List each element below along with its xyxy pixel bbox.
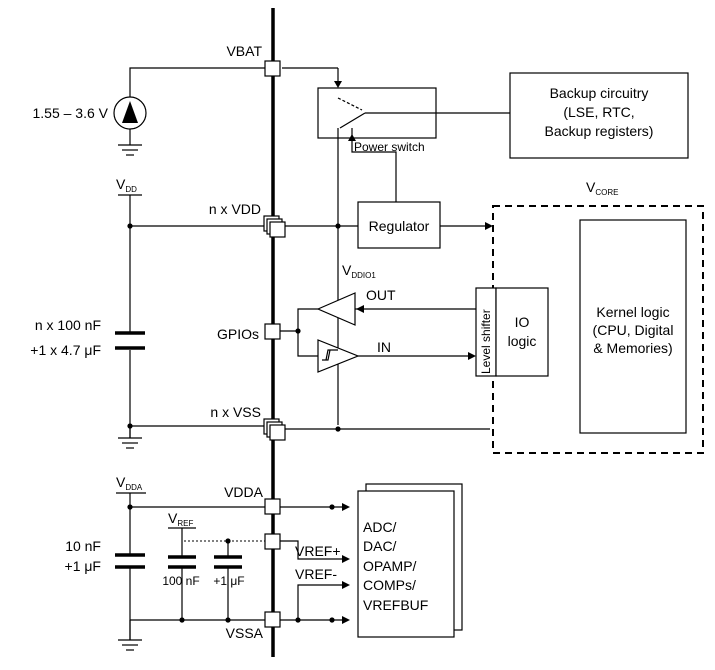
out-signal-label: OUT	[366, 287, 396, 303]
vdda-cap-label-1: 10 nF	[65, 538, 101, 554]
gpio-section: VDDIO1 GPIOs OUT IN Level shifter IO log…	[217, 262, 549, 377]
arrow-icon	[342, 503, 350, 511]
arrow-icon	[334, 81, 342, 88]
vdda-pin	[264, 498, 281, 515]
vdda-pin-label: VDDA	[224, 484, 264, 500]
power-switch-label: Power switch	[354, 140, 425, 154]
vdd-rail-label: VDD	[116, 176, 137, 194]
analog-line-1: ADC/	[363, 519, 397, 535]
io-logic-line-2: logic	[508, 333, 537, 349]
vref-rail-label: VREF	[168, 510, 193, 528]
vdd-capacitor-icon	[115, 331, 145, 350]
input-schmitt-buffer-icon	[317, 339, 360, 373]
vref-capacitor-icon	[168, 555, 242, 569]
vddio1-label: VDDIO1	[342, 262, 376, 280]
arrow-icon	[348, 134, 356, 141]
nvdd-pin-label: n x VDD	[209, 201, 261, 217]
io-logic-block	[495, 287, 549, 377]
vbat-section: 1.55 – 3.6 V VBAT	[32, 43, 342, 156]
vssa-pin	[264, 611, 281, 628]
in-signal-label: IN	[377, 339, 391, 355]
vcore-label: VCORE	[586, 179, 618, 197]
io-logic-line-1: IO	[515, 314, 530, 330]
battery-range-label: 1.55 – 3.6 V	[32, 105, 108, 121]
vdd-section: VDD n x 100 nF +1 x 4.7 μF n x VDD	[30, 176, 360, 438]
vdda-rail-label: VDDA	[116, 474, 143, 492]
analog-line-5: VREFBUF	[363, 597, 428, 613]
analog-line-3: OPAMP/	[363, 558, 417, 574]
arrow-icon	[485, 222, 493, 230]
vcore-domain: VCORE Kernel logic (CPU, Digital & Memor…	[492, 179, 704, 454]
vdda-capacitor-icon	[115, 553, 145, 569]
vssa-pin-label: VSSA	[226, 625, 264, 641]
arrow-icon	[342, 555, 350, 563]
nvss-pin-label: n x VSS	[210, 404, 261, 420]
ground-icon	[118, 144, 142, 156]
vdd-cap-label-1: n x 100 nF	[35, 317, 101, 333]
vref-cap-a-label: 100 nF	[162, 574, 199, 588]
vdda-cap-label-2: +1 μF	[65, 558, 101, 574]
nvdd-pin	[263, 215, 286, 238]
arrow-icon	[356, 305, 364, 313]
arrow-icon	[468, 352, 476, 360]
arrow-icon	[342, 581, 350, 589]
nvss-pin	[263, 418, 286, 441]
analog-line-4: COMPs/	[363, 577, 416, 593]
regulator-label: Regulator	[369, 218, 430, 234]
kernel-line-2: (CPU, Digital	[593, 322, 674, 338]
vbat-pin-label: VBAT	[226, 43, 262, 59]
level-shifter-label: Level shifter	[479, 309, 493, 374]
kernel-line-3: & Memories)	[593, 340, 672, 356]
analog-supply-section: VDDA 10 nF +1 μF VDDA VREF 100 n	[65, 474, 350, 651]
backup-line-2: (LSE, RTC,	[563, 104, 634, 120]
vdd-cap-label-2: +1 x 4.7 μF	[30, 342, 101, 358]
backup-line-1: Backup circuitry	[550, 85, 649, 101]
gpios-pin	[264, 323, 281, 340]
power-switch-block: Power switch	[317, 87, 510, 425]
vbat-pin	[264, 60, 281, 77]
output-buffer-icon	[316, 292, 356, 326]
kernel-line-1: Kernel logic	[596, 304, 669, 320]
regulator-block: Regulator	[357, 168, 493, 249]
vref-cap-b-label: +1 μF	[213, 574, 244, 588]
vref-plus-label: VREF+	[295, 543, 341, 559]
kernel-logic-block	[579, 219, 687, 434]
ground-icon	[118, 437, 142, 449]
ground-icon	[118, 639, 142, 651]
vref-minus-label: VREF-	[295, 566, 337, 582]
vref-pin	[264, 533, 281, 550]
arrow-icon	[342, 616, 350, 624]
backup-line-3: Backup registers)	[545, 123, 654, 139]
gpios-pin-label: GPIOs	[217, 326, 259, 342]
analog-peripherals-block: ADC/ DAC/ OPAMP/ COMPs/ VREFBUF	[357, 483, 463, 638]
backup-circuitry-block: Backup circuitry (LSE, RTC, Backup regis…	[509, 72, 689, 159]
vss-section: n x VSS	[118, 404, 490, 449]
analog-line-2: DAC/	[363, 538, 397, 554]
